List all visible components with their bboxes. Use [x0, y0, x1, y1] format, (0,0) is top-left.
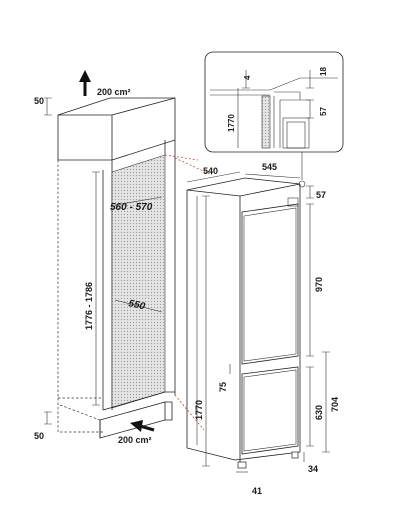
vent-top-area-label: 200 cm²	[97, 87, 131, 97]
detail-18-label: 18	[319, 67, 328, 76]
detail-4-label: 4	[243, 75, 252, 80]
gap-bottom-label: 50	[34, 431, 44, 441]
bottom-34-label: 34	[308, 464, 318, 474]
detail-57-label: 57	[319, 107, 328, 116]
detail-1770-label: 1770	[227, 114, 236, 132]
detail-inset: 4 18 57 1770	[204, 51, 344, 153]
depth-545-label: 545	[262, 162, 277, 172]
gap-top-label: 50	[34, 96, 44, 106]
upper-door-label: 970	[314, 277, 324, 292]
depth-540-label: 540	[203, 166, 218, 176]
mid-gap-label: 75	[218, 382, 228, 392]
lower-door-label: 704	[330, 397, 340, 412]
bottom-41-label: 41	[252, 486, 262, 496]
niche-width-label: 560 - 570	[110, 202, 153, 213]
niche-cabinet	[44, 70, 176, 439]
total-height-label: 1770	[194, 400, 204, 420]
door-gap-57-label: 57	[316, 190, 326, 200]
fridge-appliance	[186, 171, 330, 473]
vent-bottom-area-label: 200 cm²	[118, 435, 152, 445]
lower-inner-label: 630	[314, 405, 324, 420]
niche-depth-label: 550	[127, 298, 146, 312]
niche-height-label: 1776 - 1786	[84, 282, 94, 330]
